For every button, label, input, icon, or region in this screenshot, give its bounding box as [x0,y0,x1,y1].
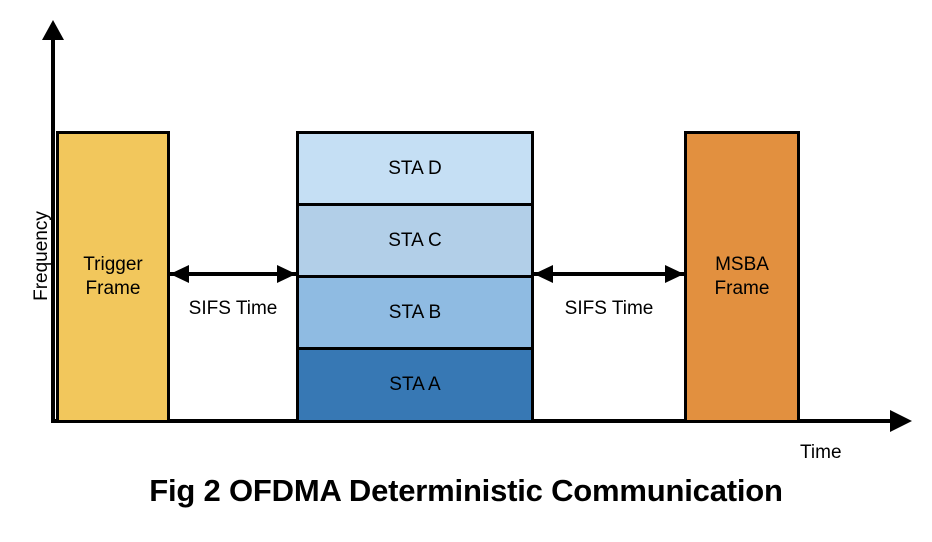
sifs-left-label: SIFS Time [188,298,278,319]
sta-block-b: STA B [296,275,534,350]
trigger-frame-label-line2: Frame [85,278,141,299]
trigger-frame-block: Trigger Frame [56,131,170,423]
sifs-left-arrowhead-end-icon [277,265,296,283]
sifs-interval-right: SIFS Time [534,262,684,332]
frequency-axis-label: Frequency [31,211,52,301]
sifs-right-arrowhead-start-icon [534,265,553,283]
sta-resource-unit-stack: STA D STA C STA B STA A [296,131,534,423]
sta-block-d-label: STA D [388,157,442,179]
frequency-axis-line [51,36,55,423]
sifs-right-arrow-shaft [534,272,684,276]
msba-frame-label: MSBA Frame [715,253,770,301]
msba-frame-label-line1: MSBA [715,254,769,276]
sifs-right-arrowhead-end-icon [665,265,684,283]
time-axis-label: Time [800,442,842,463]
sifs-right-label: SIFS Time [564,298,654,319]
time-axis-arrowhead-icon [890,410,912,432]
sifs-interval-left: SIFS Time [170,262,296,332]
sta-block-a: STA A [296,347,534,423]
trigger-frame-label: Trigger Frame [83,253,142,301]
trigger-frame-label-line1: Trigger [83,254,143,276]
sifs-left-arrow-shaft [170,272,296,276]
msba-frame-label-line2: Frame [714,278,770,299]
sta-block-c: STA C [296,203,534,278]
sta-block-a-label: STA A [389,374,441,395]
sta-block-d: STA D [296,131,534,206]
sta-block-c-label: STA C [388,229,442,251]
msba-frame-block: MSBA Frame [684,131,800,423]
frequency-axis-arrowhead-icon [42,20,64,40]
sta-block-b-label: STA B [388,301,442,323]
figure-caption: Fig 2 OFDMA Deterministic Communication [149,473,783,508]
sifs-left-arrowhead-start-icon [170,265,189,283]
